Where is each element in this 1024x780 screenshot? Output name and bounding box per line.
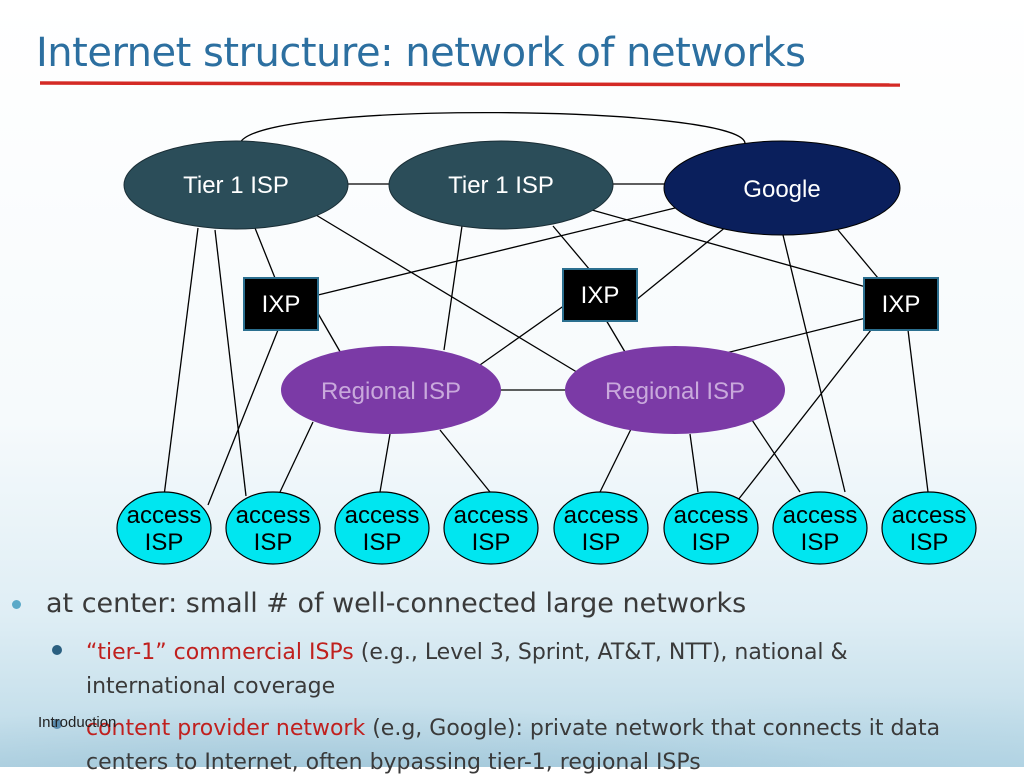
link — [717, 317, 867, 356]
tier1-examples-text: (e.g., Level 3, Sprint, AT&T, NTT), nati… — [86, 640, 848, 699]
tier1-quote: “tier-1” — [86, 640, 167, 665]
link — [254, 227, 276, 279]
link — [163, 227, 199, 497]
link — [599, 424, 634, 493]
title-underline — [40, 81, 900, 87]
access-isp-7: access ISP — [772, 491, 868, 565]
bullet-tier1: “tier-1” commercial ISPs (e.g., Level 3,… — [86, 636, 966, 704]
access-isp-label: access — [783, 502, 858, 529]
link — [751, 419, 801, 493]
regional-isp-left: Regional ISP — [281, 346, 501, 434]
link — [279, 421, 314, 493]
bullet-dot — [12, 600, 21, 609]
access-isp-label: ISP — [582, 529, 621, 556]
ixp-center: IXP — [562, 268, 638, 322]
link — [379, 433, 391, 493]
access-isp-1: access ISP — [116, 491, 212, 565]
access-isps: access ISP access ISP access ISP access … — [116, 491, 977, 565]
access-isp-6: access ISP — [663, 491, 759, 565]
access-isp-2: access ISP — [225, 491, 321, 565]
access-isp-label: access — [127, 502, 202, 529]
regional-isp-label: Regional ISP — [321, 378, 461, 405]
access-isp-3: access ISP — [334, 491, 430, 565]
access-isp-label: ISP — [472, 529, 511, 556]
access-isp-label: access — [454, 502, 529, 529]
ixp-label: IXP — [262, 291, 301, 318]
ixp-left: IXP — [243, 277, 319, 331]
tier1-isp-left: Tier 1 ISP — [123, 140, 349, 230]
bullet-content-provider: content provider network (e.g, Google): … — [86, 712, 986, 780]
access-isp-8: access ISP — [881, 491, 977, 565]
access-isp-4: access ISP — [443, 491, 539, 565]
access-isp-label: access — [236, 502, 311, 529]
bullet-dot — [52, 645, 62, 655]
link — [635, 225, 728, 301]
ixp-label: IXP — [882, 291, 921, 318]
access-isp-label: ISP — [145, 529, 184, 556]
tier1-isp-label: Tier 1 ISP — [183, 172, 289, 199]
slide-title: Internet structure: network of networks — [36, 30, 806, 76]
access-isp-label: access — [564, 502, 639, 529]
link — [214, 229, 247, 497]
link — [689, 433, 699, 493]
bullet-dot — [52, 719, 62, 729]
network-links — [163, 111, 929, 506]
bullet-main: at center: small # of well-connected lar… — [46, 588, 747, 619]
access-isp-label: ISP — [801, 529, 840, 556]
link — [469, 304, 566, 373]
regional-isp-label: Regional ISP — [605, 378, 745, 405]
access-isp-label: access — [674, 502, 749, 529]
link — [591, 209, 867, 288]
tier1-isp-center: Tier 1 ISP — [388, 140, 614, 230]
link — [907, 329, 929, 493]
google-label: Google — [743, 176, 820, 203]
link — [837, 229, 879, 279]
link-tier1-google-arc — [239, 111, 746, 144]
link — [737, 329, 872, 501]
access-isp-label: ISP — [363, 529, 402, 556]
link — [315, 214, 591, 381]
footer-label: Introduction — [38, 714, 117, 731]
commercial-isps-text: commercial ISPs — [166, 640, 354, 665]
link — [439, 429, 491, 493]
tier1-isp-label: Tier 1 ISP — [448, 172, 554, 199]
access-isp-label: ISP — [692, 529, 731, 556]
link — [317, 207, 676, 296]
access-isp-label: ISP — [254, 529, 293, 556]
access-isp-label: ISP — [910, 529, 949, 556]
link — [605, 319, 626, 353]
link — [443, 225, 463, 351]
access-isp-5: access ISP — [553, 491, 649, 565]
ixp-label: IXP — [581, 282, 620, 309]
access-isp-label: access — [892, 502, 967, 529]
link — [207, 329, 279, 506]
content-provider-text: content provider network — [86, 716, 366, 741]
ixp-right: IXP — [863, 277, 939, 331]
regional-isp-right: Regional ISP — [565, 346, 785, 434]
access-isp-label: access — [345, 502, 420, 529]
google-network: Google — [663, 140, 901, 236]
link — [782, 234, 846, 493]
link — [552, 225, 591, 271]
